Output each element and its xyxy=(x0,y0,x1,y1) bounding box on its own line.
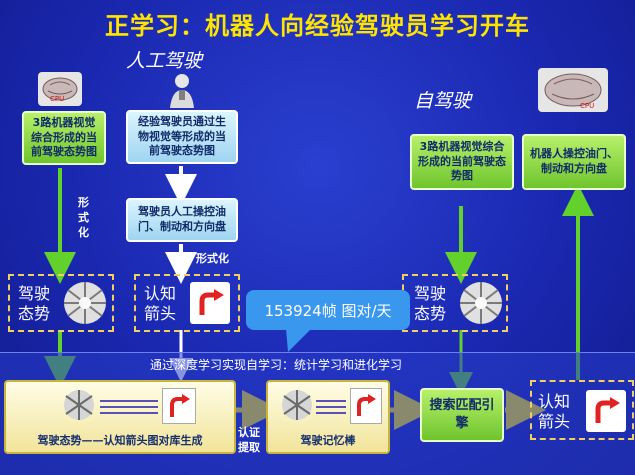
cognition-arrow-label-mid: 认知箭头 xyxy=(143,284,176,323)
auto-driving-heading: 自驾驶 xyxy=(414,90,472,112)
robot-vision-box-left: 3路机器视觉综合形成的当前驾驶态势图 xyxy=(22,111,106,165)
driver-control-box: 驾驶员人工操控油门、制动和方向盘 xyxy=(126,198,238,242)
turn-right-arrow-icon xyxy=(586,390,626,432)
situation-box-left: 驾驶态势 xyxy=(8,274,114,332)
turn-right-arrow-icon xyxy=(190,282,230,324)
learning-bar-label: 通过深度学习实现自学习：统计学习和进化学习 xyxy=(150,358,403,372)
formalize-label-left: 形式化 xyxy=(78,196,89,239)
cognition-arrow-label-right: 认知箭头 xyxy=(537,392,570,431)
search-match-engine-box: 搜索匹配引擎 xyxy=(420,388,504,442)
turn-right-arrow-icon xyxy=(350,388,382,424)
pinwheel-icon xyxy=(458,280,504,326)
pinwheel-icon xyxy=(62,280,108,326)
manual-driving-heading: 人工驾驶 xyxy=(126,50,203,72)
driving-memory-stick-box: 驾驶记忆棒 xyxy=(266,380,390,454)
svg-text:CPU: CPU xyxy=(580,102,594,110)
driving-memory-stick-label: 驾驶记忆棒 xyxy=(300,434,356,447)
callout-pointer xyxy=(286,328,312,352)
pair-library-generation-box: 驾驶态势——认知箭头图对库生成 xyxy=(4,380,236,454)
turn-right-arrow-icon xyxy=(162,388,196,424)
situation-label-right: 驾驶态势 xyxy=(413,284,446,323)
situation-box-right: 驾驶态势 xyxy=(402,274,508,332)
situation-label-left: 驾驶态势 xyxy=(17,284,50,323)
callout-frames-per-day: 153924帧 图对/天 xyxy=(246,290,410,330)
pair-library-generation-label: 驾驶态势——认知箭头图对库生成 xyxy=(37,434,203,447)
driver-icon xyxy=(168,72,196,108)
brain-icon: CPU xyxy=(38,72,82,106)
robot-control-box: 机器人操控油门、制动和方向盘 xyxy=(522,134,626,190)
cognition-arrow-box-right: 认知箭头 xyxy=(530,380,634,440)
pinwheel-icon xyxy=(62,388,96,422)
formalize-label-mid: 形式化 xyxy=(196,252,229,265)
driver-vision-box: 经验驾驶员通过生物视觉等形成的当前驾驶态势图 xyxy=(126,110,238,164)
svg-text:CPU: CPU xyxy=(50,95,64,103)
pinwheel-icon xyxy=(280,388,314,422)
pair-link-lines xyxy=(100,400,158,414)
memory-link-lines xyxy=(316,400,346,414)
verify-extract-label: 认证提取 xyxy=(238,426,260,454)
brain-icon: CPU xyxy=(538,68,608,112)
slide-title: 正学习：机器人向经验驾驶员学习开车 xyxy=(105,12,530,40)
cognition-arrow-box-mid: 认知箭头 xyxy=(134,274,240,332)
robot-vision-box-right: 3路机器视觉综合形成的当前驾驶态势图 xyxy=(410,134,514,190)
